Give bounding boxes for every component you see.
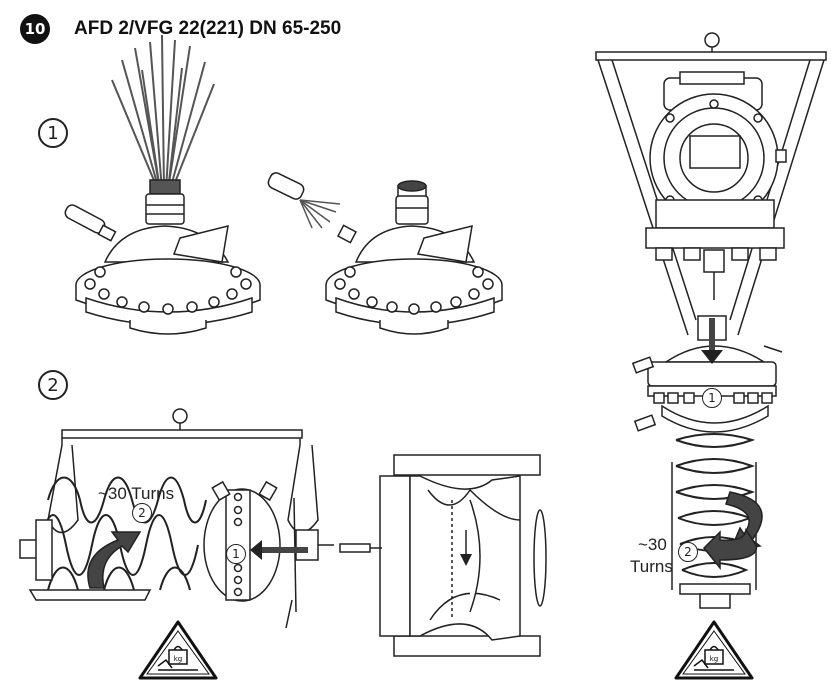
gas-spray-small-icon [299,199,341,229]
heavy-load-warning-icon: kg [674,620,754,680]
nameplate-tag [172,224,229,263]
rotation-arrow-icon [87,531,142,589]
actuator-closed [267,172,503,335]
gas-spray-icon [111,34,215,191]
marker-one-left: 1 [226,544,246,564]
horizontal-lifting-assembly [19,408,334,629]
marker-two-left: 2 [132,503,152,523]
valve-body [339,454,547,657]
weight-label: kg [174,655,183,663]
weight-label: kg [710,655,719,663]
valve-end-view [645,71,787,300]
marker-one-right: 1 [702,388,722,408]
rotation-arrow-icon [702,491,763,571]
turns-label-left: ~30 Turns [98,484,175,503]
lifting-eye-icon [704,32,720,48]
actuator-with-gas-blow [64,34,261,335]
flange-bolts [233,492,243,597]
marker-two-right: 2 [678,542,698,562]
nameplate-tag [416,224,473,263]
lowering-arrow-icon [701,318,723,364]
flange-bolts [655,247,777,261]
step-marker-2: 2 [38,370,68,400]
flange-bolts [334,266,494,315]
insertion-arrow-icon [250,540,308,560]
flange-bolts [84,266,252,315]
capillary-nozzle-icon [64,204,117,242]
turns-label-right-bottom: Turns [630,557,673,576]
heavy-load-warning-icon: kg [138,620,218,680]
page-title: AFD 2/VFG 22(221) DN 65-250 [74,18,342,39]
step-number-badge: 10 [20,14,50,44]
step-marker-1: 1 [38,118,68,148]
lifting-eye-icon [172,408,188,424]
flange-bolts [653,392,773,404]
header: 10 AFD 2/VFG 22(221) DN 65-250 [20,14,341,44]
turns-label-right-top: ~30 [638,535,667,554]
